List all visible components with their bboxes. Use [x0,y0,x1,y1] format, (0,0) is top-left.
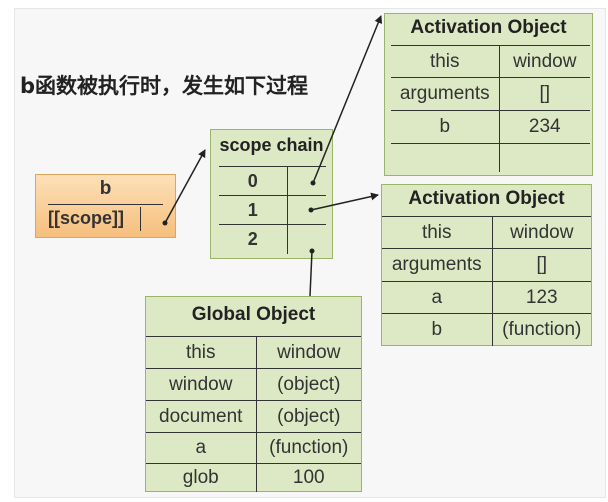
property-value: (object) [255,400,361,433]
scope-chain-pointer [286,195,326,225]
property-value: (function) [255,432,361,464]
property-value: 123 [491,281,591,314]
scope-chain-row: 2 [219,224,326,254]
scope-link-line [164,149,206,224]
property-name: arguments [382,248,492,282]
scope-chain-title: scope chain [219,135,324,155]
scope-chain-table: 0 1 2 [219,166,326,254]
property-name: glob [146,463,256,492]
scope-chain-index: 1 [219,195,287,225]
property-name: window [146,368,256,401]
chain-2-line [309,250,313,297]
table-row [391,143,590,172]
scope-chain-index: 2 [219,224,287,254]
property-value: [] [498,77,590,111]
property-value [498,143,590,172]
activation-object-mid-title: Activation Object [408,188,565,209]
scope-chain-row: 0 [219,166,326,196]
property-name: this [382,216,492,249]
property-name [391,143,499,172]
b-function-scope-label: [[scope]] [48,208,124,228]
b-function-divider [48,204,163,205]
property-value: [] [491,248,591,282]
property-value: window [491,216,591,249]
chain-1-arrow [310,192,379,211]
chain-1-dot [308,207,314,213]
scope-chain-pointer [286,224,326,254]
table-row: document(object) [146,400,361,433]
b-function-scope-slot [140,207,141,231]
table-row: arguments[] [391,77,590,111]
table-row: a(function) [146,432,361,464]
property-value: 100 [255,463,361,492]
property-name: a [146,432,256,464]
property-name: this [146,336,256,369]
property-name: a [382,281,492,314]
global-object-title: Global Object [191,304,316,325]
scope-chain-index: 0 [219,166,287,196]
scope-link-dot [162,220,168,226]
scope-chain-row: 1 [219,195,326,225]
b-function-box: b [[scope]] [35,174,176,238]
chain-0-dot [310,180,316,186]
chain-0-arrow [312,15,383,184]
property-name: document [146,400,256,433]
table-row: b(function) [382,313,591,346]
table-row: arguments[] [382,248,591,282]
property-name: b [382,313,492,346]
property-value: (function) [491,313,591,346]
b-function-name: b [99,178,112,199]
property-name: arguments [391,77,499,111]
property-value: window [255,336,361,369]
activation-object-top-title: Activation Object [410,17,567,38]
diagram-caption: b函数被执行时，发生如下过程 [20,74,309,98]
chain-2-dot [309,248,315,254]
scope-chain-box: scope chain 0 1 2 [210,129,333,259]
table-row: window(object) [146,368,361,401]
property-name: b [391,110,499,144]
property-value: (object) [255,368,361,401]
property-value: 234 [498,110,590,144]
scope-chain-pointer [286,166,326,196]
property-value: window [498,45,590,78]
property-name: this [391,45,499,78]
